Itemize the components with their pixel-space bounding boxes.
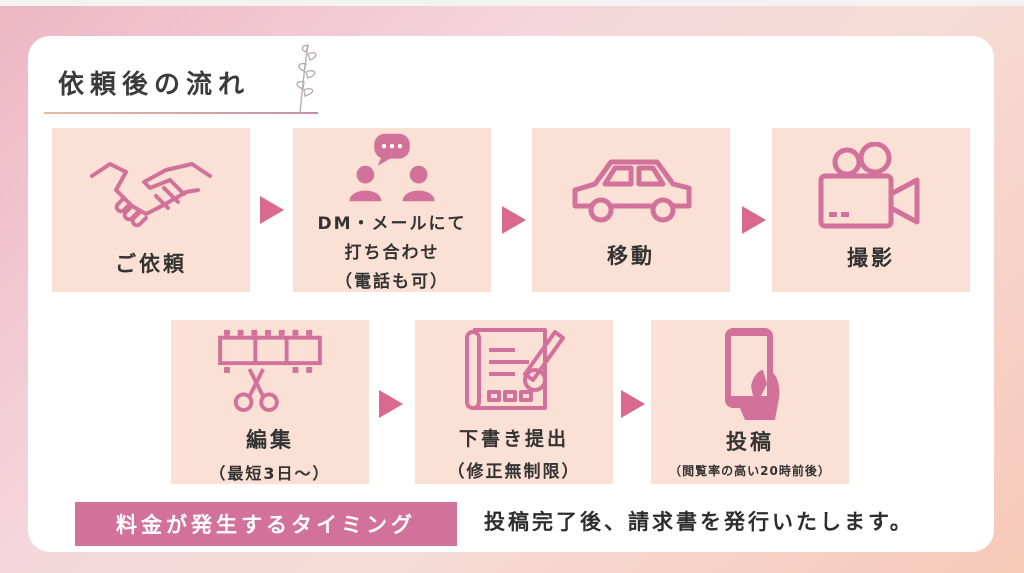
step-label: 編集 — [246, 428, 294, 452]
step-note: （閲覧率の高い20時前後） — [669, 464, 831, 478]
leaf-sprig-icon — [296, 43, 317, 115]
arrow-right-icon — [742, 206, 766, 234]
title-underline — [44, 112, 318, 114]
billing-timing-banner: 料金が発生するタイミング — [75, 502, 457, 546]
step-label: ご依頼 — [115, 252, 187, 276]
step-draft: 下書き提出 （修正無制限） — [415, 320, 613, 484]
page-title: 依頼後の流れ — [58, 70, 251, 100]
billing-note: 投稿完了後、請求書を発行いたします。 — [484, 510, 914, 534]
step-posting: 投稿 （閲覧率の高い20時前後） — [651, 320, 849, 484]
arrow-right-icon — [621, 390, 645, 418]
smartphone-hand-icon — [725, 328, 780, 420]
document-pen-icon — [465, 328, 565, 410]
step-meeting: DM・メールにて 打ち合わせ （電話も可） — [293, 128, 491, 292]
handshake-icon — [90, 162, 212, 228]
film-scissors-icon — [218, 329, 322, 413]
step-label: 投稿 — [726, 430, 774, 454]
step-note: （電話も可） — [335, 272, 449, 292]
step-label-line2: 打ち合わせ — [344, 243, 440, 263]
arrow-right-icon — [379, 390, 403, 418]
arrow-right-icon — [260, 196, 284, 224]
car-icon — [572, 159, 692, 223]
step-shooting: 撮影 — [772, 128, 970, 292]
chat-people-icon — [349, 133, 435, 202]
step-label: 移動 — [607, 244, 655, 268]
step-label: 撮影 — [847, 246, 895, 270]
step-note: （最短3日～） — [209, 464, 331, 483]
step-note: （修正無制限） — [447, 462, 581, 482]
arrow-right-icon — [502, 206, 526, 234]
step-label: DM・メールにて — [317, 214, 467, 234]
step-request: ご依頼 — [52, 128, 250, 292]
step-label: 下書き提出 — [458, 428, 569, 450]
step-editing: 編集 （最短3日～） — [171, 320, 369, 484]
step-travel: 移動 — [532, 128, 730, 292]
video-camera-icon — [818, 142, 920, 229]
top-strip — [0, 0, 1024, 6]
